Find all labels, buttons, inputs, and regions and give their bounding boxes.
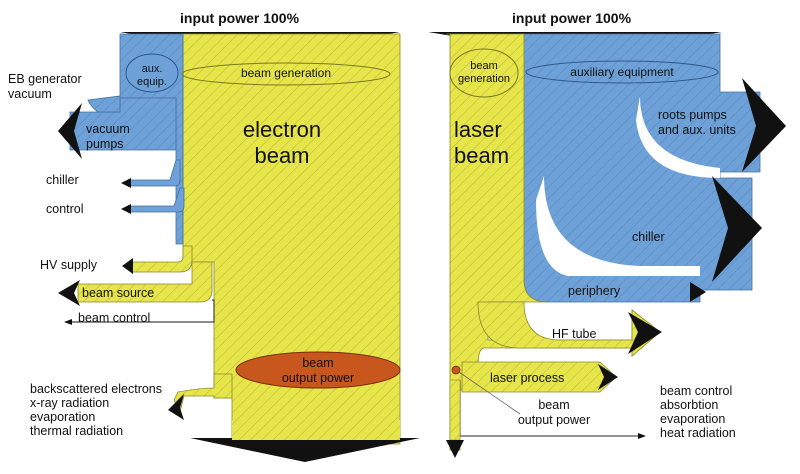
right-input-title: input power 100% [512,10,632,26]
aux-equip-ellipse [125,53,179,93]
hf-tube-label: HF tube [552,327,597,341]
vacuum-pumps-label-2: pumps [86,137,124,151]
hv-supply-flow [131,245,193,273]
control-label: control [46,202,84,216]
left-input-title: input power 100% [180,10,300,26]
beam-source-arrowhead [58,280,80,306]
right-losses-arrowhead [638,433,646,439]
hv-supply-arrowhead [122,258,133,274]
periphery-arrowhead [690,282,706,302]
right-output-label-1: beam [538,398,570,412]
chiller-flow [129,159,181,187]
aux-equip-label-1: aux. [141,63,163,75]
right-loss-3: evaporation [660,412,726,426]
left-loss-2: x-ray radiation [30,396,110,410]
auxiliary-equipment-ellipse [525,60,719,84]
left-output-arrowhead [190,438,420,462]
auxiliary-equipment-label: auxiliary equipment [570,65,674,79]
chiller-arrowhead [121,178,131,188]
right-loss-2: absorbtion [660,398,719,412]
beam-output-ellipse [235,351,401,389]
eb-vacuum-label-1: EB generator [8,72,82,86]
chiller-label: chiller [46,173,79,187]
hf-tube-flow [477,301,661,357]
right-beam-generation-label-1: beam [470,60,498,72]
left-loss-1: backscattered electrons [30,382,163,396]
right-output-arrowhead [446,440,464,458]
right-output-column [449,379,461,441]
right-loss-1: beam control [660,384,733,398]
left-loss-4: thermal radiation [30,424,124,438]
beam-source-flow [77,261,213,303]
aux-equip-label-2: equip. [137,76,167,88]
output-dot [451,365,461,375]
hf-tube-arrowhead [628,312,662,354]
left-beam-generation-label: beam generation [240,66,332,80]
laser-beam-label-2: beam [454,143,510,168]
roots-pumps-label-1: roots pumps [658,108,727,122]
right-chiller-label: chiller [632,230,665,244]
laser-beam-diagram [428,32,786,458]
laser-beam-label-1: laser [454,117,502,142]
vacuum-pumps-arrowhead [58,103,82,159]
beam-control-arrowhead [64,319,72,325]
beam-output-label-2: output power [281,371,355,385]
right-beam-generation-ellipse [449,48,519,98]
laser-process-label: laser process [490,371,565,385]
left-loss-3: evaporation [30,410,96,424]
output-pointer-line [455,369,521,415]
chiller-gap [536,176,700,276]
hv-supply-label: HV supply [40,258,97,272]
roots-gap [636,96,720,178]
laser-process-flow [461,361,617,393]
left-beam-generation-ellipse [181,62,391,86]
losses-arrowhead [168,394,184,420]
right-chiller-arrowhead [712,176,762,282]
losses-flow [173,373,233,414]
right-output-label-2: output power [517,413,591,427]
vacuum-pumps-label-1: vacuum [86,122,130,136]
right-loss-4: heat radiation [660,426,736,440]
roots-pumps-label-2: and aux. units [658,123,736,137]
roots-pumps-arrowhead [742,78,786,172]
electron-beam-label-2: beam [254,143,310,168]
control-arrowhead [121,204,131,214]
electron-beam-diagram [58,32,420,462]
right-beam-generation-label-2: generation [458,73,510,85]
periphery-label: periphery [568,284,621,298]
beam-source-label: beam source [82,286,155,300]
eb-vacuum-label-2: vacuum [8,87,52,101]
beam-control-line [72,299,215,323]
laser-process-arrowhead [598,364,618,390]
beam-control-label: beam control [78,311,151,325]
electron-beam-label-1: electron [242,117,322,142]
eb-vacuum-flow [87,95,121,113]
beam-output-label-1: beam [302,356,334,370]
